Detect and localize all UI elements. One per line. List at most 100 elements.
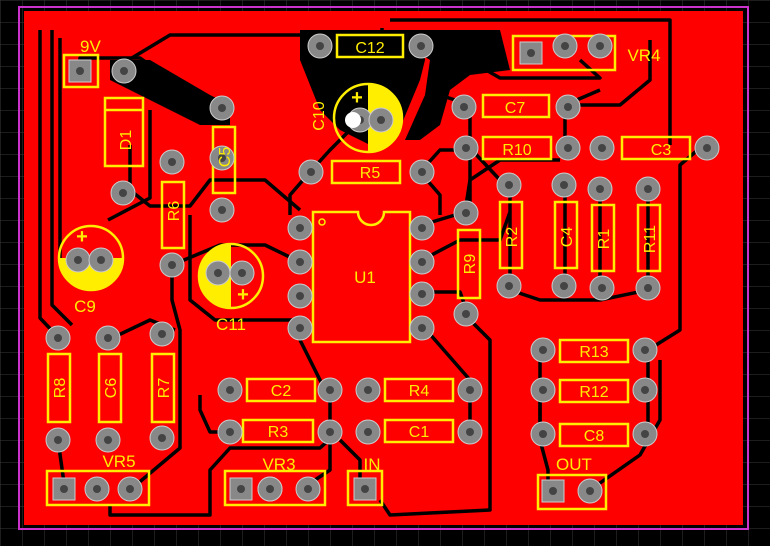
pad-hole xyxy=(307,168,315,176)
c8-outline xyxy=(558,422,630,448)
pad-hole xyxy=(549,487,557,495)
label-r7: R7 xyxy=(156,378,173,399)
r3-outline xyxy=(241,418,315,444)
pad-hole xyxy=(126,485,134,493)
pad-hole xyxy=(104,334,112,342)
pad-hole xyxy=(564,103,572,111)
connector-9v-outline xyxy=(62,53,100,89)
label-c7: C7 xyxy=(505,100,526,117)
label-r10: R10 xyxy=(502,142,531,159)
pad-hole xyxy=(304,485,312,493)
label-vr4: VR4 xyxy=(627,46,660,65)
label-c3: C3 xyxy=(651,142,672,159)
pad-hole xyxy=(462,144,470,152)
pad-hole xyxy=(641,430,649,438)
pad-hole xyxy=(418,258,426,266)
label-c5: C5 xyxy=(217,147,234,168)
label-d1: D1 xyxy=(118,130,135,151)
pad-hole xyxy=(168,158,176,166)
pad-hole xyxy=(641,346,649,354)
pad-hole xyxy=(364,386,372,394)
pad-hole xyxy=(466,386,474,394)
pad-hole xyxy=(598,144,606,152)
pad-hole xyxy=(561,42,569,50)
pad-hole xyxy=(218,154,226,162)
pad-hole xyxy=(466,428,474,436)
c7-outline xyxy=(481,93,551,119)
pad-hole xyxy=(586,487,594,495)
c12-outline xyxy=(335,33,405,59)
label-r6: R6 xyxy=(166,201,183,222)
d1-outline xyxy=(103,96,145,168)
pad-layer xyxy=(45,33,720,504)
label-vr3: VR3 xyxy=(262,455,295,474)
pad-hole xyxy=(93,485,101,493)
pad-hole xyxy=(417,42,425,50)
u1-pin1-marker xyxy=(318,218,326,226)
pad-hole xyxy=(266,485,274,493)
label-9v: 9V xyxy=(80,37,101,56)
r11-outline xyxy=(636,203,662,273)
pad-hole xyxy=(296,292,304,300)
c3-outline xyxy=(620,135,692,161)
pad-hole xyxy=(226,386,234,394)
pad-hole xyxy=(119,189,127,197)
in-connector-outline xyxy=(346,469,384,507)
pad-hole xyxy=(226,428,234,436)
r13-outline xyxy=(558,338,630,364)
pad-hole xyxy=(120,67,128,75)
pad-hole xyxy=(54,436,62,444)
pad-hole xyxy=(598,284,606,292)
pad-hole xyxy=(76,67,84,75)
pad-hole xyxy=(54,334,62,342)
label-out: OUT xyxy=(556,455,592,474)
pad-hole xyxy=(539,386,547,394)
label-c1: C1 xyxy=(409,424,430,441)
label-r4: R4 xyxy=(409,383,430,400)
c1-outline xyxy=(383,418,455,444)
pad-hole xyxy=(703,144,711,152)
label-c12: C12 xyxy=(355,40,384,57)
c6-outline xyxy=(97,352,123,424)
pad-hole xyxy=(460,103,468,111)
vr5-outline xyxy=(45,469,151,507)
r10-outline xyxy=(481,135,553,161)
pad-hole xyxy=(596,185,604,193)
pad-hole xyxy=(158,434,166,442)
pad-hole xyxy=(527,49,535,57)
r2-outline xyxy=(498,200,524,270)
pad-hole xyxy=(418,224,426,232)
label-r9: R9 xyxy=(462,254,479,275)
pad-hole xyxy=(364,428,372,436)
r12-outline xyxy=(558,378,630,404)
out-connector-outline xyxy=(536,473,608,511)
label-r12: R12 xyxy=(579,384,608,401)
pad-hole xyxy=(505,282,513,290)
pad-hole xyxy=(316,42,324,50)
pad-hole xyxy=(104,436,112,444)
pad-hole xyxy=(644,185,652,193)
silkscreen-text: 9V D1 C12 C10 + C7 VR4 R10 C3 C5 R5 R6 R… xyxy=(52,37,671,474)
label-c11: C11 xyxy=(216,315,246,334)
label-vr5: VR5 xyxy=(102,452,135,471)
u1-outline xyxy=(311,210,412,344)
top-pour-right xyxy=(380,30,510,140)
board-outline xyxy=(18,6,749,530)
label-r5: R5 xyxy=(360,165,381,182)
r4-outline xyxy=(383,377,455,403)
pad-hole xyxy=(168,261,176,269)
r5-outline xyxy=(330,159,402,185)
label-r2: R2 xyxy=(504,227,521,248)
pad-hole xyxy=(97,256,105,264)
pad-hole xyxy=(377,116,385,124)
pad-hole xyxy=(158,330,166,338)
label-c9-plus: + xyxy=(76,226,88,248)
pad-hole xyxy=(326,428,334,436)
pad-hole xyxy=(238,269,246,277)
pad-hole xyxy=(74,256,82,264)
pad-hole xyxy=(418,324,426,332)
label-r3: R3 xyxy=(268,424,289,441)
pad-hole xyxy=(564,144,572,152)
